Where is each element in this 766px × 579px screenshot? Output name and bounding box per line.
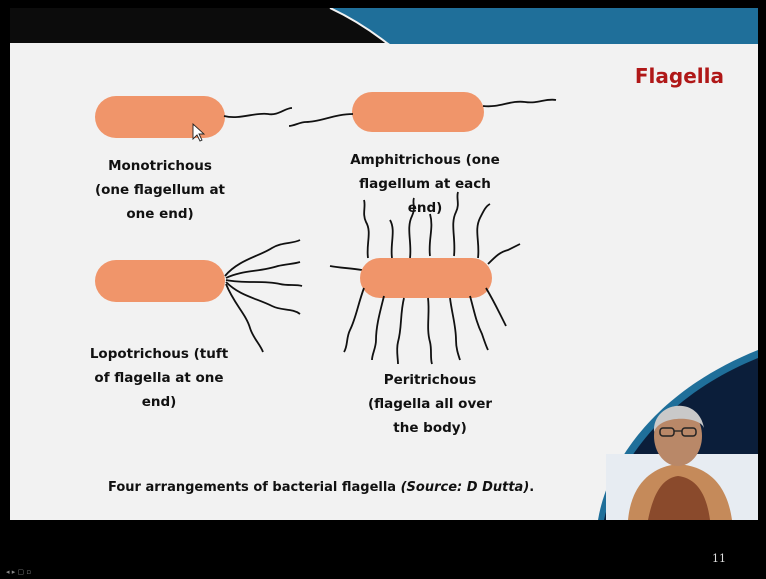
label-peritrichous: Peritrichous (flagella all over the body… bbox=[350, 368, 510, 440]
label-monotrichous: Monotrichous (one flagellum at one end) bbox=[80, 154, 240, 226]
slide: Flagella bbox=[10, 8, 758, 520]
lophotrichous-bacterium bbox=[95, 240, 302, 352]
player-controls-icon[interactable]: ◂ ▸ ▢ ▫ bbox=[6, 568, 31, 576]
label-lophotrichous: Lopotrichous (tuft of flagella at one en… bbox=[74, 342, 244, 414]
label-amphitrichous: Amphitrichous (one flagellum at each end… bbox=[340, 148, 510, 220]
presenter-video-inset bbox=[598, 350, 758, 520]
caption-source: (Source: D Dutta) bbox=[401, 480, 530, 495]
page-number: 11 bbox=[712, 552, 726, 565]
amphitrichous-bacterium bbox=[289, 92, 556, 132]
caption-main: Four arrangements of bacterial flagella bbox=[108, 480, 401, 495]
bottom-black-bar bbox=[0, 520, 766, 579]
figure-caption: Four arrangements of bacterial flagella … bbox=[108, 480, 534, 495]
caption-end: . bbox=[529, 480, 534, 495]
